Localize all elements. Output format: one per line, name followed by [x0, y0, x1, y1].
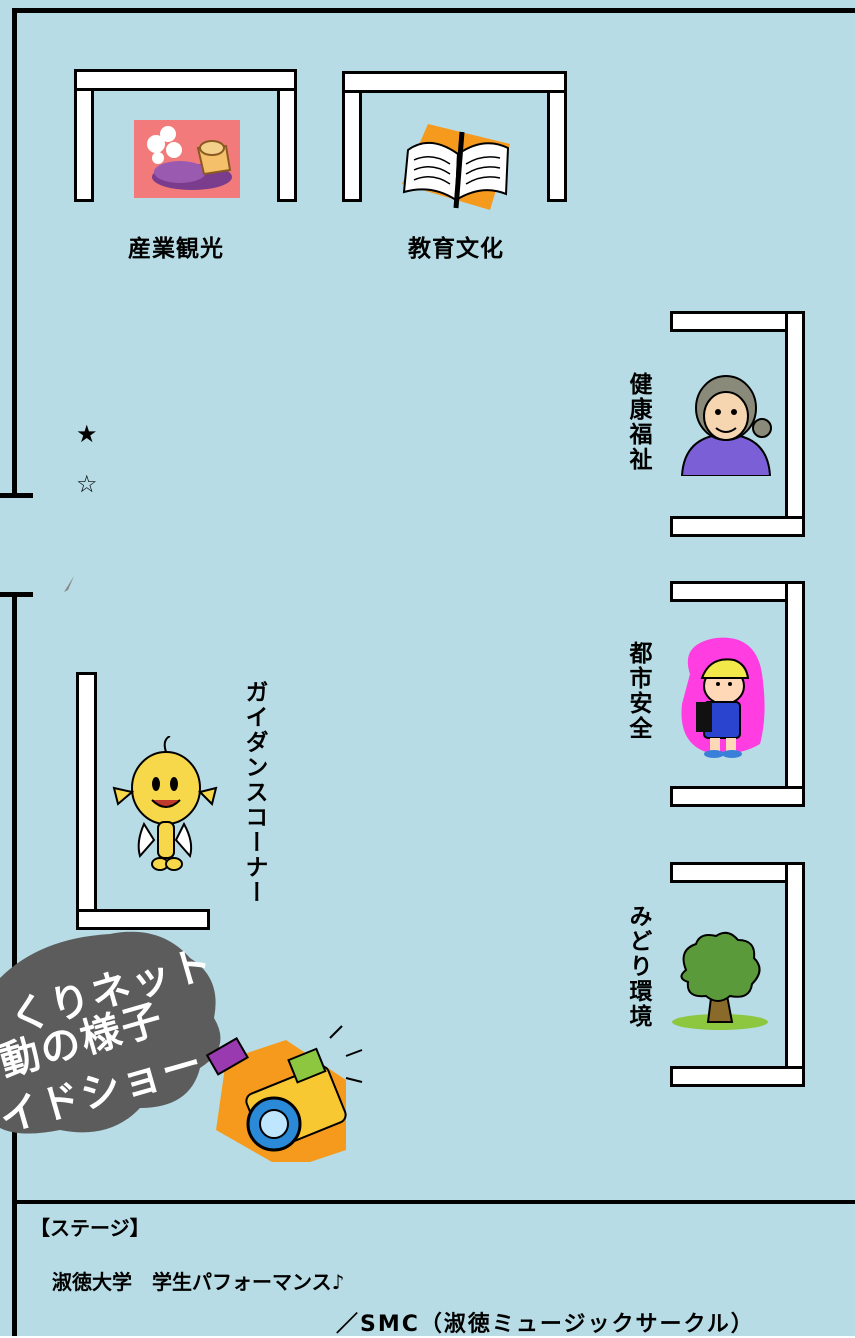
- booth-label-education-culture: 教育文化: [408, 236, 504, 262]
- slideshow-cloud-shape: [0, 931, 221, 1134]
- booth-bottom-bar: [670, 516, 805, 537]
- booth-top-bar: [74, 69, 297, 91]
- booth-right-post: [547, 90, 567, 202]
- booth-left-post: [342, 90, 362, 202]
- stage-divider-line: [12, 1200, 855, 1204]
- corner-bottom-bar: [76, 909, 210, 930]
- booth-label-health-welfare: 健康福祉: [625, 372, 651, 472]
- outline-star-marker: ☆: [76, 470, 99, 498]
- stage-circle-line: ／SMC（淑徳ミュージックサークル）: [336, 1312, 755, 1337]
- tree-icon: [672, 931, 768, 1030]
- stage-performance-line: 淑徳大学 学生パフォーマンス♪: [52, 1270, 345, 1294]
- booth-bottom-bar: [670, 786, 805, 807]
- camera-icon: [205, 1025, 363, 1162]
- pointer-mark: [64, 576, 74, 592]
- booth-bottom-bar: [670, 1066, 805, 1087]
- corner-left-post: [76, 672, 97, 930]
- booth-right-post: [277, 88, 297, 202]
- left-wall-upper: [12, 8, 17, 498]
- elderly-woman-icon: [680, 375, 772, 476]
- filled-star-marker: ★: [76, 420, 99, 448]
- booth-label-urban-safety: 都市安全: [625, 641, 651, 741]
- booth-label-industry-tourism: 産業観光: [128, 236, 224, 262]
- guidance-corner-label: ガイダンスコーナー: [241, 680, 267, 905]
- booth-right-post: [785, 311, 805, 537]
- booth-left-post: [74, 88, 94, 202]
- schoolchild-icon: [681, 637, 765, 758]
- entrance-top-edge: [0, 493, 33, 498]
- booth-right-post: [785, 862, 805, 1087]
- stage-heading: 【ステージ】: [30, 1216, 150, 1240]
- booth-top-bar: [342, 71, 567, 93]
- booth-right-post: [785, 581, 805, 807]
- mascot-icon: [112, 736, 218, 871]
- sweet-potato-icon: [134, 120, 240, 198]
- left-wall-lower: [12, 592, 17, 1336]
- booth-label-green-environment: みどり環境: [625, 904, 651, 1029]
- open-book-icon: [402, 124, 510, 210]
- top-wall: [12, 8, 855, 13]
